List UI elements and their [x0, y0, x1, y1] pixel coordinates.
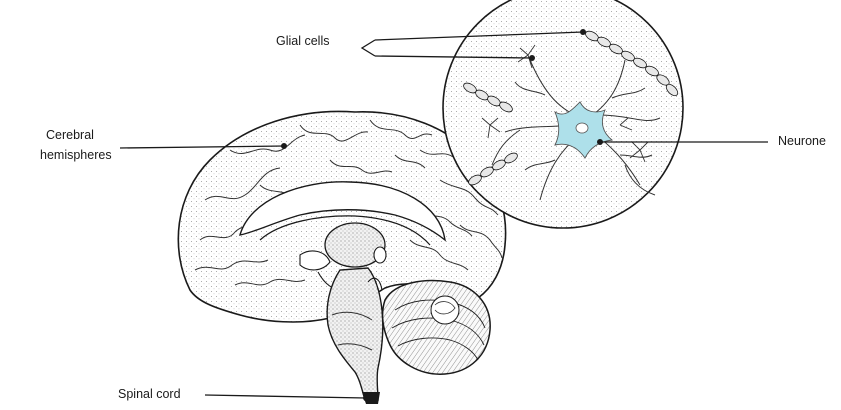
cerebral-label-line1: Cerebral	[46, 128, 94, 143]
nucleus	[576, 123, 588, 133]
glial-leader	[362, 40, 375, 56]
glial-cells-label: Glial cells	[276, 34, 330, 49]
spinal-leader	[205, 395, 366, 398]
cerebral-label-line2: hemispheres	[40, 148, 112, 163]
brainstem	[327, 268, 383, 400]
cerebellum	[383, 281, 491, 375]
neurone-label: Neurone	[778, 134, 826, 149]
magnified-cells	[443, 0, 683, 228]
spinal-cord-label: Spinal cord	[118, 387, 181, 402]
